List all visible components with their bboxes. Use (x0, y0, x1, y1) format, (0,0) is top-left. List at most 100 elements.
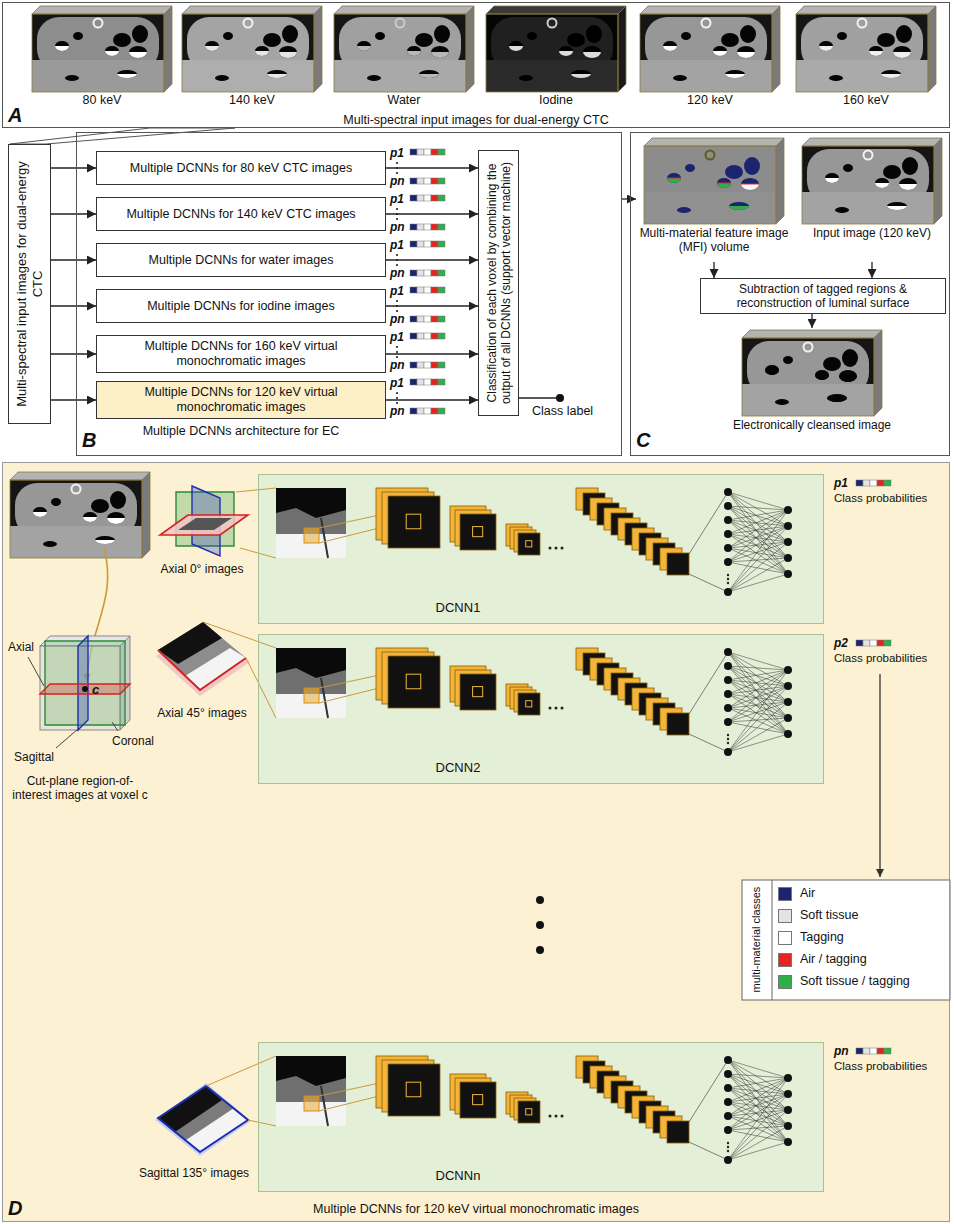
probability-cell (410, 195, 417, 201)
colon-air (881, 70, 901, 78)
dense-link (728, 526, 788, 534)
probability-cell (431, 178, 438, 184)
dense-link (728, 510, 788, 520)
probability-cell (863, 1048, 870, 1054)
connector-arrow (51, 167, 96, 168)
output-symbol: p1 (390, 146, 404, 160)
image-caption: 80 keV (29, 93, 175, 108)
probability-cell (438, 270, 445, 276)
colon-air (267, 70, 287, 78)
image-caption: Electronically cleansed image (722, 418, 902, 432)
spine (702, 19, 711, 28)
ellipsis-dot (549, 547, 552, 550)
colon-air (91, 499, 109, 513)
dense-link (728, 666, 788, 718)
ellipsis-dot (396, 351, 398, 353)
dense-link (728, 1060, 788, 1094)
probability-cell (431, 224, 438, 230)
volume-top-face (742, 330, 882, 338)
spine (804, 343, 813, 352)
roi-air (276, 488, 346, 518)
tagged-fluid (129, 52, 147, 58)
dense-link (728, 1094, 788, 1116)
kernel-patch (473, 527, 483, 537)
dense-link (728, 686, 788, 752)
node-text: Multiple DCNNs for 80 keV CTC images (124, 161, 358, 176)
node-text: Multiple DCNNs for water images (143, 253, 340, 268)
neuron (724, 1070, 732, 1078)
connector-arrow (51, 399, 96, 400)
spine (706, 151, 715, 160)
neuron (724, 544, 732, 552)
tagged-fluid (825, 178, 839, 183)
output-label: Class probabilities (834, 652, 927, 666)
neuron (784, 506, 792, 514)
dense-link (689, 652, 728, 714)
image-caption: Iodine (483, 93, 629, 108)
ellipsis-dot (555, 547, 558, 550)
neuron (784, 538, 792, 546)
neuron (784, 522, 792, 530)
image-caption: Multi-material feature image (MFI) volum… (636, 226, 792, 255)
probability-vector (856, 1048, 891, 1054)
probability-vector (856, 480, 891, 486)
volume-outline (644, 146, 776, 224)
tagged-fluid (729, 206, 749, 210)
dense-link (728, 680, 788, 734)
volume-top-face (10, 472, 150, 480)
roi-fold (321, 518, 328, 558)
dense-link (728, 1074, 788, 1110)
colon-air (255, 46, 269, 56)
colon-air (375, 32, 385, 40)
dense-link (728, 520, 788, 574)
colon-air (663, 41, 677, 51)
ellipsis-dot (549, 707, 552, 710)
slice-fluid (186, 1108, 248, 1152)
legend-entry: Air / tagging (778, 952, 946, 970)
neuron (724, 690, 732, 698)
probability-cell (424, 333, 431, 339)
cube-caption: Cut-plane region-of-interest images at v… (8, 774, 152, 803)
image-tile: Input image (120 keV) (798, 136, 946, 262)
ellipsis-dot (396, 162, 398, 164)
tagged-fluid (55, 46, 69, 51)
probability-cell (410, 316, 417, 322)
probability-vector (410, 333, 445, 339)
colon-air (835, 207, 849, 213)
output-symbol: p1 (834, 476, 848, 490)
colon-air (837, 32, 847, 40)
ellipsis-dot (396, 254, 398, 256)
plane-edge (158, 650, 246, 690)
tagged-fluid (881, 74, 901, 78)
colon-air (775, 399, 789, 405)
colon-air (815, 370, 829, 380)
legend-entry: Air (778, 886, 946, 904)
probability-cell (431, 287, 438, 293)
boundary-mark (667, 178, 681, 179)
probability-cell (410, 287, 417, 293)
colon-air (677, 207, 691, 213)
image-tile: 140 keV (179, 4, 325, 112)
connector-arrow (51, 353, 96, 354)
probability-cell (417, 241, 424, 247)
dense-link (728, 1126, 788, 1130)
dense-link (728, 526, 788, 592)
dense-link (728, 506, 788, 542)
volume-front (486, 14, 618, 92)
neuron (724, 516, 732, 524)
ellipsis-dot (727, 582, 729, 584)
roi-air (276, 648, 346, 678)
output-symbol: pn (390, 312, 405, 326)
dense-link (728, 1088, 788, 1110)
volume-outline (32, 14, 164, 92)
colon-air (415, 33, 433, 47)
ellipsis-dot (396, 392, 398, 394)
dcnn-illustration (258, 634, 824, 784)
legend-entry: Soft tissue (778, 908, 946, 926)
volume-side-face (314, 6, 322, 92)
probability-cell (417, 316, 424, 322)
neuron (784, 698, 792, 706)
dcnn-box: DCNN2 (258, 634, 824, 784)
neuron (784, 570, 792, 578)
colon-air (725, 165, 743, 179)
